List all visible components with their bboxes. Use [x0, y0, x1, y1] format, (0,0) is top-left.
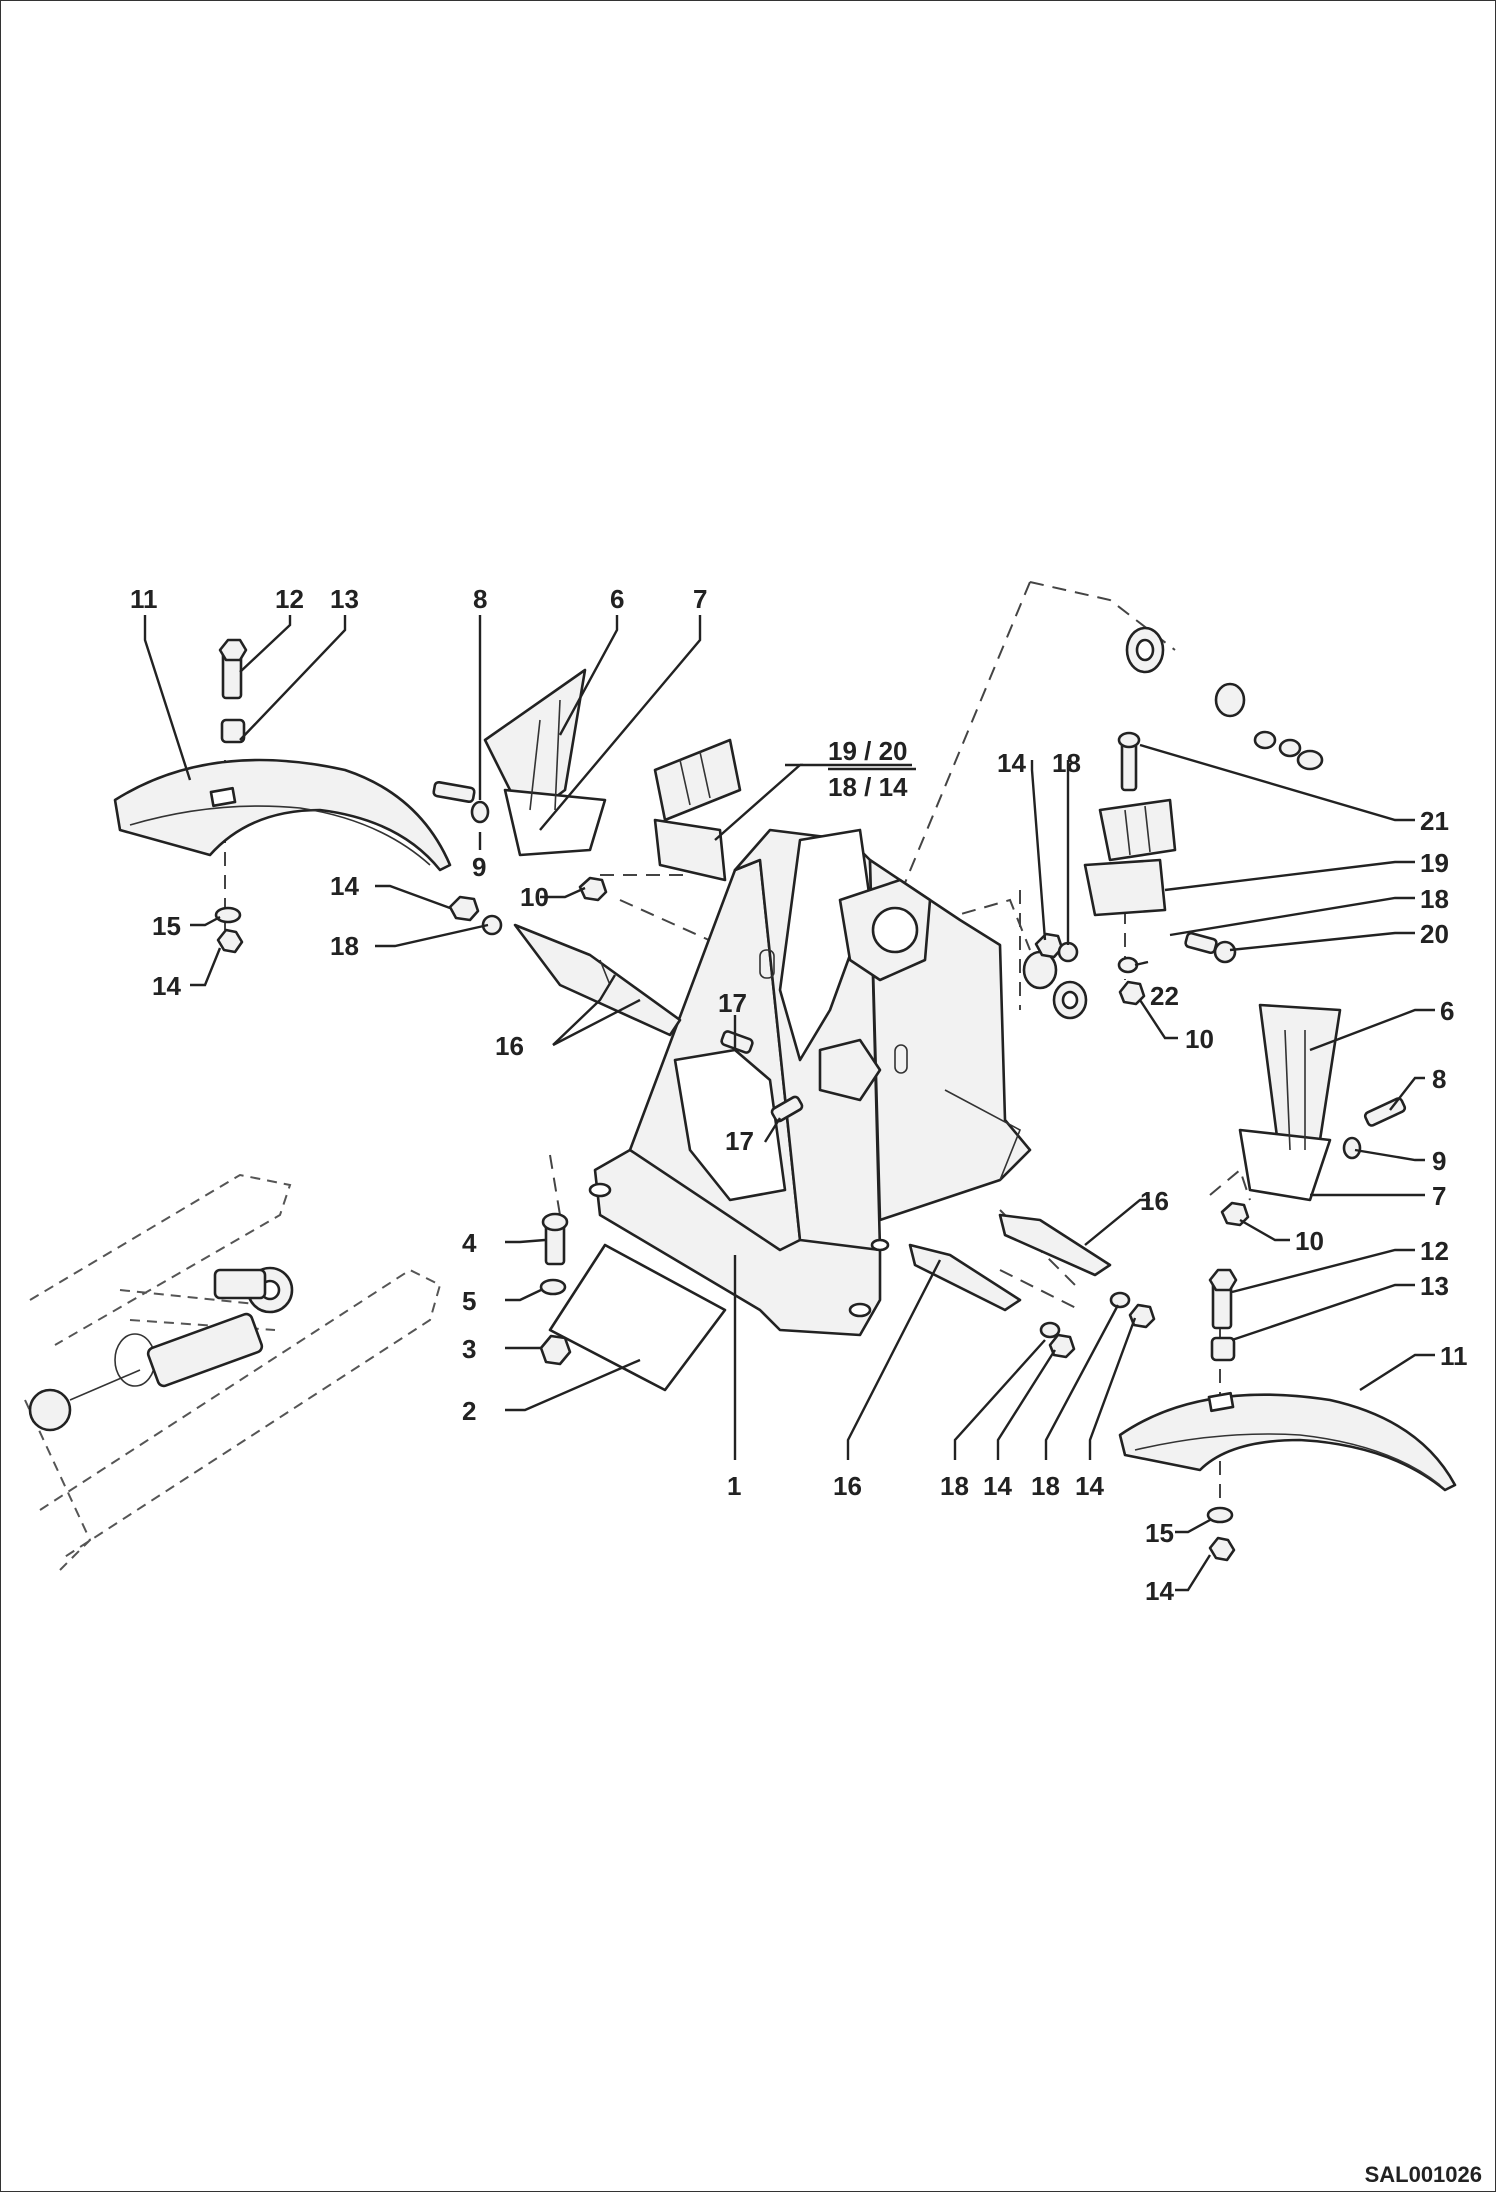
callout-16: 16: [833, 1471, 862, 1501]
callout-11: 11: [1440, 1341, 1468, 1371]
callout-11: 11: [130, 584, 158, 614]
leader-lines: [143, 615, 1435, 1592]
callout-7: 7: [1432, 1181, 1446, 1211]
cover-plate: [548, 1243, 727, 1392]
drawing-code: SAL001026: [1364, 2162, 1482, 2187]
callout-14: 14: [330, 871, 359, 901]
callout-3: 3: [462, 1334, 476, 1364]
callout-20: 20: [1420, 919, 1449, 949]
callout-labels: 11 12 13 8 6 7 9 10 14 15 14 18 16 17 17…: [130, 584, 1468, 1606]
callout-9: 9: [472, 852, 486, 882]
callout-17: 17: [725, 1126, 754, 1156]
mount-right: [1083, 731, 1177, 917]
callout-19: 19: [1420, 848, 1449, 878]
callout-15: 15: [152, 911, 181, 941]
callout-21: 21: [1420, 806, 1449, 836]
callout-14: 14: [1075, 1471, 1104, 1501]
callout-13: 13: [330, 584, 359, 614]
callout-14: 14: [983, 1471, 1012, 1501]
wedge-right-lower: [908, 1243, 1022, 1312]
bracket-right: [1220, 1003, 1407, 1227]
mount-left: [653, 738, 742, 882]
bolt-set-left: [539, 1212, 572, 1366]
callout-22: 22: [1150, 981, 1179, 1011]
fender-right: [1118, 1268, 1457, 1562]
callout-12: 12: [1420, 1236, 1449, 1266]
callout-17: 17: [718, 988, 747, 1018]
callout-8: 8: [473, 584, 487, 614]
callout-6: 6: [1440, 996, 1454, 1026]
wedge-right-upper: [998, 1213, 1112, 1277]
callout-5: 5: [462, 1286, 476, 1316]
callout-16: 16: [495, 1031, 524, 1061]
callout-14: 14: [997, 748, 1026, 778]
callout-15: 15: [1145, 1518, 1174, 1548]
callout-13: 13: [1420, 1271, 1449, 1301]
pin-set-top-right: [1022, 626, 1324, 1020]
callout-10: 10: [520, 882, 549, 912]
callout-4: 4: [462, 1228, 477, 1258]
callout-19-20: 19 / 20: [828, 736, 908, 766]
callout-8: 8: [1432, 1064, 1446, 1094]
callout-9: 9: [1432, 1146, 1446, 1176]
callout-7: 7: [693, 584, 707, 614]
main-frame: [588, 828, 1032, 1337]
callout-18: 18: [940, 1471, 969, 1501]
callout-18: 18: [1420, 884, 1449, 914]
callout-16: 16: [1140, 1186, 1169, 1216]
callout-1: 1: [727, 1471, 741, 1501]
callout-14: 14: [1145, 1576, 1174, 1606]
callout-14: 14: [152, 971, 181, 1001]
bracket-left: [432, 668, 608, 902]
callout-12: 12: [275, 584, 304, 614]
callout-10: 10: [1295, 1226, 1324, 1256]
callout-18: 18: [1052, 748, 1081, 778]
callout-18-14: 18 / 14: [828, 772, 908, 802]
callout-18: 18: [330, 931, 359, 961]
callout-18: 18: [1031, 1471, 1060, 1501]
callout-2: 2: [462, 1396, 476, 1426]
wedge-left: [513, 923, 682, 1037]
callout-6: 6: [610, 584, 624, 614]
attached-assembly-outline: [24, 1173, 442, 1571]
fender-left: [113, 638, 452, 954]
callout-10: 10: [1185, 1024, 1214, 1054]
